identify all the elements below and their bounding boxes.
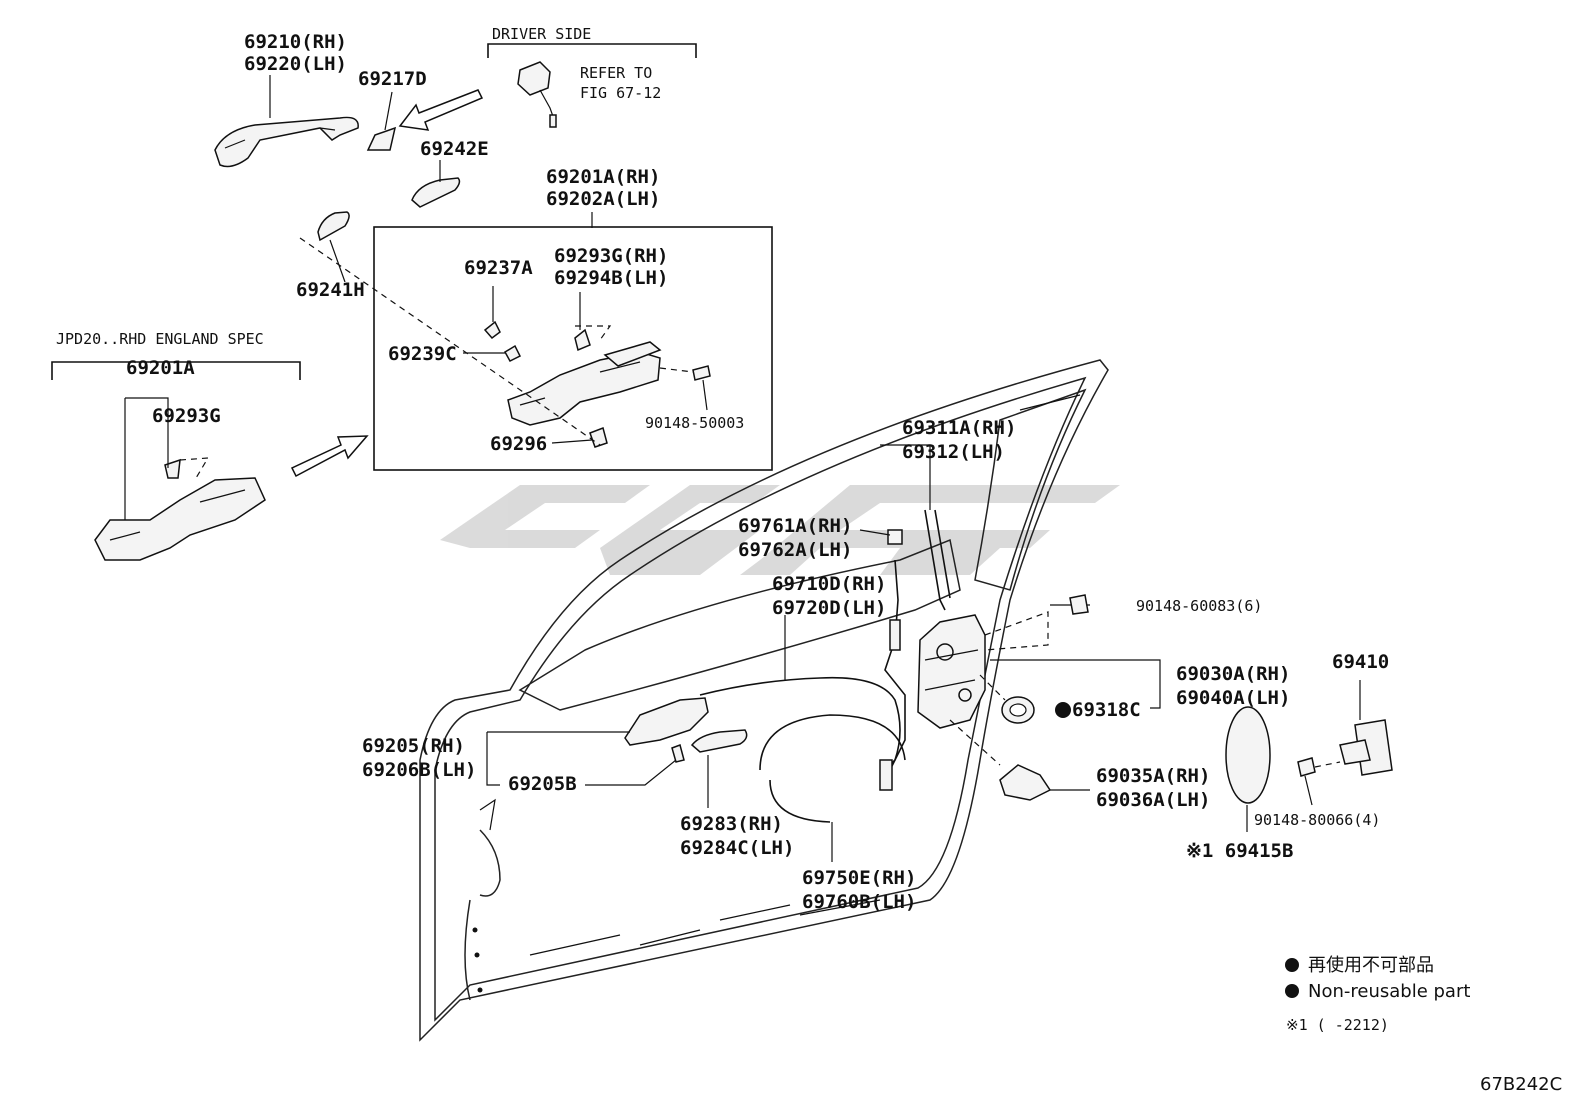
striker-part [1339, 719, 1393, 776]
label-69242E: 69242E [420, 138, 489, 160]
label-69030A: 69030A(RH) [1176, 663, 1290, 685]
driver-side-title: DRIVER SIDE [492, 25, 591, 43]
label-90148-50003: 90148-50003 [645, 414, 744, 432]
label-69410: 69410 [1332, 651, 1389, 673]
arrow-icon-2 [290, 435, 369, 478]
ring-part [1001, 696, 1035, 724]
label-69720D: 69720D(LH) [772, 597, 886, 619]
label-69318C: 69318C [1072, 699, 1141, 721]
label-69296: 69296 [490, 433, 547, 455]
label-69750E: 69750E(RH) [802, 867, 916, 889]
legend-note: ※1 ( -2212) [1286, 1016, 1389, 1034]
cable-part [699, 529, 906, 791]
watermark-logo [440, 485, 1120, 575]
lock-rod-part [924, 509, 951, 611]
label-69237A: 69237A [464, 257, 533, 279]
legend-jp: 再使用不可部品 [1308, 955, 1434, 976]
label-69205: 69205(RH) [362, 735, 465, 757]
label-69241H: 69241H [296, 279, 365, 301]
label-69283: 69283(RH) [680, 813, 783, 835]
refer-line-1: REFER TO [580, 64, 652, 82]
england-spec-frame-part [94, 458, 266, 561]
label-69040A: 69040A(LH) [1176, 687, 1290, 709]
handle-frame-part [507, 341, 662, 426]
handle-pad-part-2 [317, 211, 350, 242]
assembly-box [373, 226, 773, 471]
bezel-part [690, 729, 748, 753]
label-69311A: 69311A(RH) [902, 417, 1016, 439]
label-90148-80066: 90148-80066(4) [1254, 811, 1380, 829]
screw-part [589, 365, 711, 448]
label-69762A: 69762A(LH) [738, 539, 852, 561]
label-90148-60083: 90148-60083(6) [1136, 597, 1262, 615]
label-69293G-rh: 69293G(RH) [554, 245, 668, 267]
label-69220: 69220(LH) [244, 53, 347, 75]
legend-dot-icon [1285, 958, 1299, 972]
handle-pad-part [411, 177, 461, 208]
label-69239C: 69239C [388, 343, 457, 365]
label-69710D: 69710D(RH) [772, 573, 886, 595]
label-69312: 69312(LH) [902, 441, 1005, 463]
lock-cylinder-part [517, 61, 557, 128]
inside-handle-part [624, 697, 709, 763]
label-69202A-lh: 69202A(LH) [546, 188, 660, 210]
cable-loop-part [759, 714, 906, 823]
label-69210: 69210(RH) [244, 31, 347, 53]
arrow-icon [398, 89, 484, 131]
england-spec-title: JPD20..RHD ENGLAND SPEC [56, 330, 264, 348]
handle-cap-part [366, 126, 397, 151]
legend-en: Non-reusable part [1308, 981, 1470, 1002]
bolt-part [1069, 594, 1089, 615]
label-69760B: 69760B(LH) [802, 891, 916, 913]
label-69415B: ※1 69415B [1186, 840, 1293, 862]
label-england-69293G: 69293G [152, 405, 221, 427]
label-69294B-lh: 69294B(LH) [554, 267, 668, 289]
screw-part-2 [1297, 757, 1316, 777]
refer-line-2: FIG 67-12 [580, 84, 661, 102]
door-outline [419, 359, 1109, 1042]
label-69205B: 69205B [508, 773, 577, 795]
figure-code: 67B242C [1480, 1074, 1562, 1095]
label-69761A: 69761A(RH) [738, 515, 852, 537]
striker-cover-part [1225, 706, 1271, 804]
clip-part [483, 320, 591, 362]
lock-cover-part [999, 764, 1052, 801]
label-69201A-rh: 69201A(RH) [546, 166, 660, 188]
label-69284C: 69284C(LH) [680, 837, 794, 859]
non-reusable-dot-icon [1055, 702, 1071, 718]
door-lock-assembly-part [917, 614, 986, 729]
label-england-69201A: 69201A [126, 357, 195, 379]
outside-handle-part [214, 116, 359, 168]
label-69217D: 69217D [358, 68, 427, 90]
legend-dot-icon-2 [1285, 984, 1299, 998]
label-69206B: 69206B(LH) [362, 759, 476, 781]
label-69035A: 69035A(RH) [1096, 765, 1210, 787]
label-69036A: 69036A(LH) [1096, 789, 1210, 811]
